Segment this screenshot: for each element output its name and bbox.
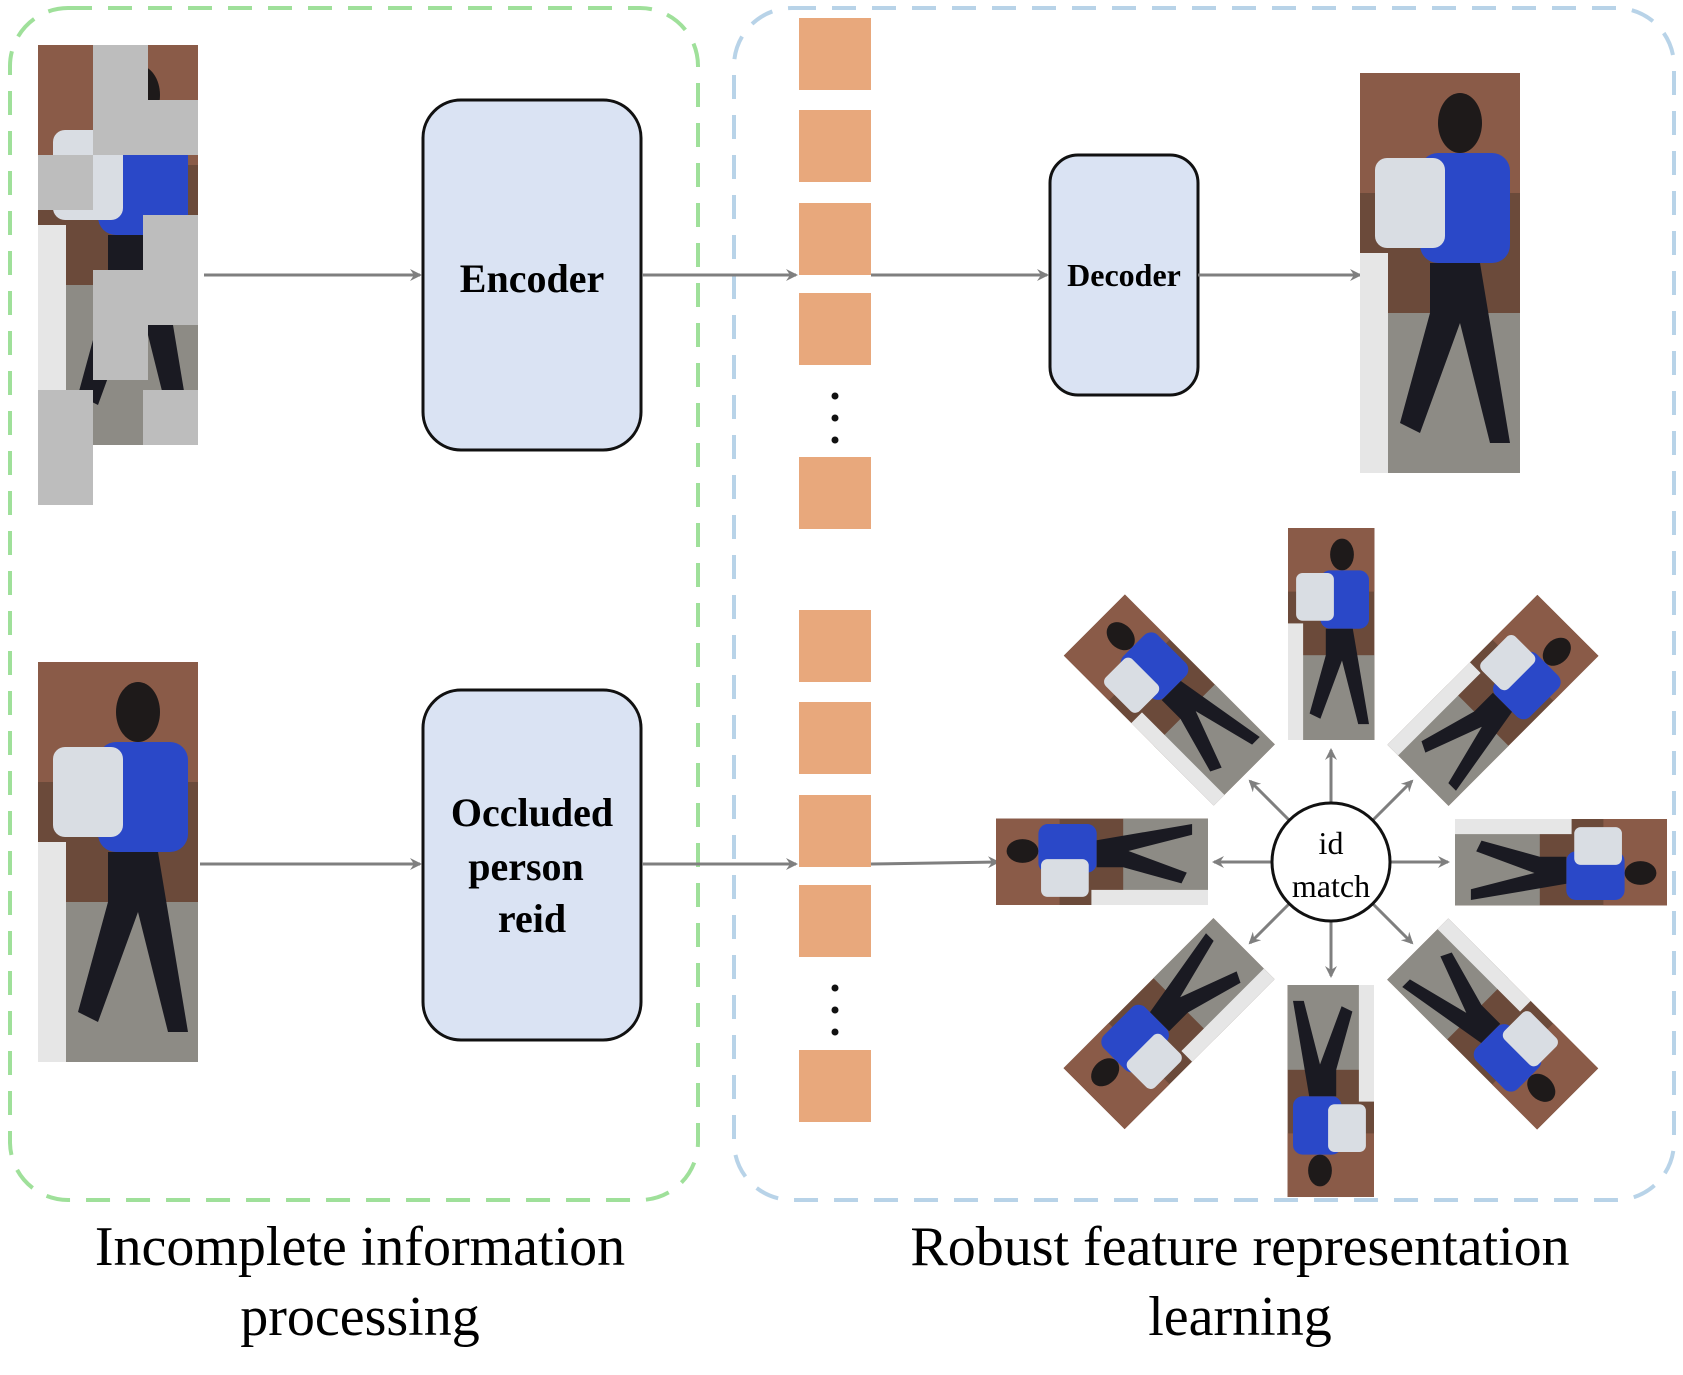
id-match-node — [1270, 801, 1392, 923]
reid-label-line-3: reid — [498, 896, 566, 941]
match-arrows — [1212, 748, 1450, 978]
gallery-image-right — [1455, 819, 1667, 906]
encoder-box — [421, 98, 643, 452]
feature-block — [799, 885, 871, 957]
gallery-image-top-left — [1063, 594, 1275, 806]
gallery-image-bottom-left — [1063, 918, 1275, 1130]
right-caption-line-2: learning — [1148, 1286, 1332, 1348]
reconstructed-person-image — [1360, 73, 1520, 473]
gallery-image-top — [1288, 528, 1375, 740]
id-match-label-line-2: match — [1292, 868, 1370, 904]
top-ellipsis — [831, 392, 839, 444]
arrow-features-to-match — [870, 856, 1000, 869]
decoder-label: Decoder — [1067, 257, 1181, 293]
top-feature-column — [799, 18, 871, 529]
left-panel-border — [8, 6, 700, 1202]
feature-block — [799, 110, 871, 182]
reid-label-line-2: person — [468, 844, 584, 889]
masked-person-image — [38, 45, 198, 505]
flow-arrows — [200, 269, 1362, 870]
right-panel-caption: Robust feature representation learning — [840, 1212, 1640, 1352]
left-caption-line-2: processing — [240, 1286, 480, 1348]
input-person-image — [38, 662, 198, 1062]
reid-label-line-1: Occluded — [451, 790, 613, 835]
left-panel-caption: Incomplete information processing — [30, 1212, 690, 1352]
id-match-label-line-1: id — [1319, 825, 1344, 861]
right-panel-border — [732, 6, 1676, 1202]
gallery-image-left — [996, 818, 1208, 905]
feature-block — [799, 457, 871, 529]
feature-block — [799, 1050, 871, 1122]
gallery-image-top-right — [1387, 594, 1599, 806]
feature-block — [799, 610, 871, 682]
feature-block — [799, 18, 871, 90]
encoder-label: Encoder — [460, 256, 604, 301]
feature-block — [799, 702, 871, 774]
feature-block — [799, 293, 871, 365]
right-caption-line-1: Robust feature representation — [910, 1216, 1570, 1278]
gallery-image-bottom-right — [1387, 918, 1599, 1130]
feature-block — [799, 795, 871, 867]
feature-block — [799, 203, 871, 275]
gallery-image-bottom — [1287, 985, 1374, 1197]
bottom-feature-column — [799, 610, 871, 1122]
reid-box — [421, 688, 643, 1042]
left-caption-line-1: Incomplete information — [94, 1216, 626, 1278]
bottom-ellipsis — [831, 984, 839, 1036]
